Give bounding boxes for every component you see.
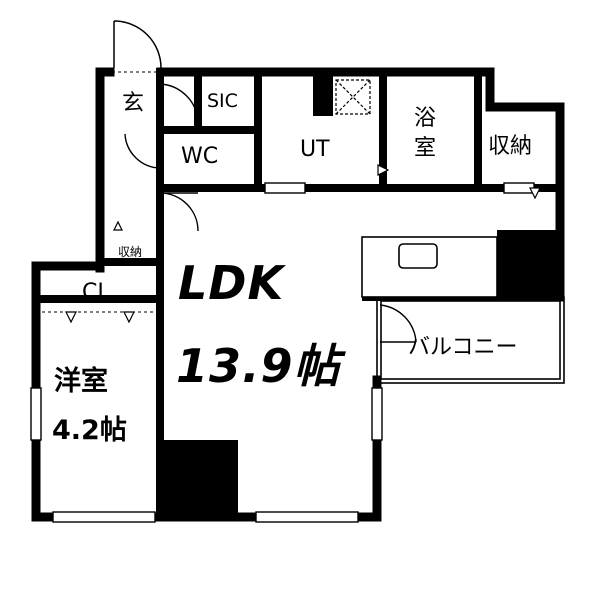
wc-label: WC [181,144,219,169]
storage-top-label: 収納 [488,134,533,159]
sic-label: SIC [207,90,238,112]
youshitsu-name-label: 洋室 [54,366,108,397]
entrance-door [113,20,162,69]
cl-label: CL [82,280,110,305]
bath-label: 浴 室 [414,106,437,161]
markers [65,164,541,324]
genkan-label: 玄 [122,91,145,116]
balcony-label: バルコニー [408,335,518,360]
ldk-name-label: LDK [178,256,285,310]
youshitsu-size-label: 4.2帖 [52,415,127,446]
dashed-lines [36,71,160,313]
door-swings [124,83,417,343]
ut-label: UT [300,137,330,162]
ldk-size-label: 13.9帖 [176,339,341,393]
windows [30,182,535,523]
vent-hatch-kitchen [507,231,545,267]
kitchen-counter [361,236,498,298]
storage-small-label: 収納 [118,245,143,259]
vent-hatch-ut [335,79,371,115]
